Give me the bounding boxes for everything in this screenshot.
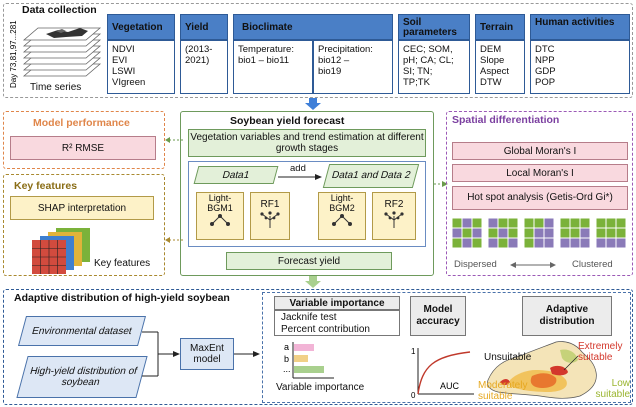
hotspot-analysis: Hot spot analysis (Getis-Ord Gi*) — [452, 186, 628, 210]
adaptive-distribution-title: Adaptive distribution — [522, 296, 612, 336]
jackknife-label: Jacknife test Percent contribution — [274, 310, 400, 336]
low-suitable-label: Low suitable — [595, 378, 630, 400]
model-performance-metrics: R² RMSE — [10, 136, 156, 160]
model-accuracy-title: Model accuracy — [410, 296, 466, 336]
vegetation-header: Vegetation — [107, 14, 175, 40]
key-features-stack-icon — [32, 228, 90, 274]
key-features-panel — [3, 174, 165, 276]
forest-icon — [260, 211, 280, 228]
bar-label-b: b — [284, 354, 289, 364]
key-features-title: Key features — [14, 180, 78, 192]
variable-importance-chart: a b ... — [283, 342, 334, 379]
spatial-title: Spatial differentiation — [452, 114, 560, 126]
auc-origin-label: 0 — [411, 391, 416, 400]
moderately-suitable-label: Moderately suitable — [478, 380, 528, 402]
tree-icon — [332, 214, 352, 226]
suitability-map — [487, 341, 597, 399]
cluster-grids-icon — [452, 218, 627, 249]
data-collection-panel — [3, 3, 633, 98]
forecast-banner: Vegetation variables and trend estimatio… — [188, 129, 426, 157]
forecast-inner-panel — [188, 161, 426, 247]
tree-icon — [210, 214, 230, 226]
maxent-model: MaxEnt model — [180, 338, 234, 370]
bar-b — [294, 355, 308, 362]
maxent-to-output-arrow — [234, 351, 260, 357]
time-series-label: Time series — [30, 82, 82, 93]
double-arrow-icon — [510, 262, 556, 268]
time-series-stack-icon: Day 73,81,97...281 — [9, 20, 102, 88]
forecast-yield-box: Forecast yield — [226, 252, 392, 270]
lightbgm1-box: Light-BGM1 — [196, 192, 244, 240]
model-performance-title: Model performance — [33, 117, 130, 129]
local-morans: Local Moran's I — [452, 164, 628, 182]
human-header: Human activities — [530, 14, 630, 40]
highyield-distribution: High-yield distribution of soybean — [16, 356, 148, 398]
environmental-dataset: Environmental dataset — [17, 316, 147, 346]
dispersed-label: Dispersed — [454, 259, 497, 270]
data-collection-title: Data collection — [22, 4, 97, 16]
yield-header: Yield — [180, 14, 228, 40]
bar-label-dots: ... — [283, 364, 291, 374]
data1-box: Data1 — [193, 166, 279, 184]
connector-arrow-right — [434, 181, 448, 187]
forecast-title: Soybean yield forecast — [230, 115, 345, 127]
rf2-box: RF2 — [372, 192, 416, 240]
unsuitable-label: Unsuitable — [484, 352, 532, 363]
adaptive-panel — [3, 289, 633, 405]
data12-box: Data1 and Data 2 — [322, 164, 420, 188]
model-performance-panel — [3, 111, 165, 169]
adaptive-output-panel — [262, 292, 631, 403]
terrain-header: Terrain — [475, 14, 525, 40]
vegetation-list: NDVI EVI LSWI VIgreen — [107, 40, 175, 94]
auc-label: AUC — [440, 381, 460, 391]
rf1-box: RF1 — [250, 192, 290, 240]
bioclimate-temp: Temperature: bio1 – bio11 — [233, 40, 313, 94]
bar-a — [294, 344, 314, 351]
connector-arrows-left — [165, 137, 183, 243]
down-arrow-icon — [305, 98, 321, 110]
auc-one-label: 1 — [411, 347, 416, 356]
down-arrow-green-icon — [305, 276, 321, 288]
variable-importance-title: Variable importance — [274, 296, 400, 310]
human-list: DTC NPP GDP POP — [530, 40, 630, 94]
forest-icon — [384, 211, 404, 228]
forecast-panel — [180, 111, 434, 276]
soil-header: Soil parameters — [398, 14, 470, 40]
lightbgm2-box: Light-BGM2 — [318, 192, 366, 240]
bioclimate-header: Bioclimate — [233, 14, 393, 40]
clustered-label: Clustered — [572, 259, 613, 270]
maxent-connectors — [142, 331, 180, 377]
auc-curve-chart: 1 0 AUC — [411, 347, 474, 400]
extremely-suitable-label: Extremely suitable — [578, 341, 623, 363]
bioclimate-precip: Precipitation: bio12 – bio19 — [313, 40, 393, 94]
global-morans: Global Moran's I — [452, 142, 628, 160]
add-arrow-icon — [278, 174, 322, 180]
add-label: add — [290, 163, 306, 174]
shap-interpretation: SHAP interpretation — [10, 196, 154, 220]
yield-list: (2013- 2021) — [180, 40, 228, 94]
terrain-list: DEM Slope Aspect DTW — [475, 40, 525, 94]
bar-label-a: a — [284, 342, 289, 352]
day-axis-label: Day 73,81,97...281 — [9, 20, 18, 88]
adaptive-title: Adaptive distribution of high-yield soyb… — [14, 292, 230, 304]
spatial-panel — [446, 111, 633, 276]
soil-list: CEC; SOM, pH; CA; CL; SI; TN; TP;TK — [398, 40, 470, 94]
key-features-stack-label: Key features — [94, 258, 151, 269]
variable-importance-axis-label: Variable importance — [276, 382, 365, 393]
bar-c — [294, 366, 324, 373]
